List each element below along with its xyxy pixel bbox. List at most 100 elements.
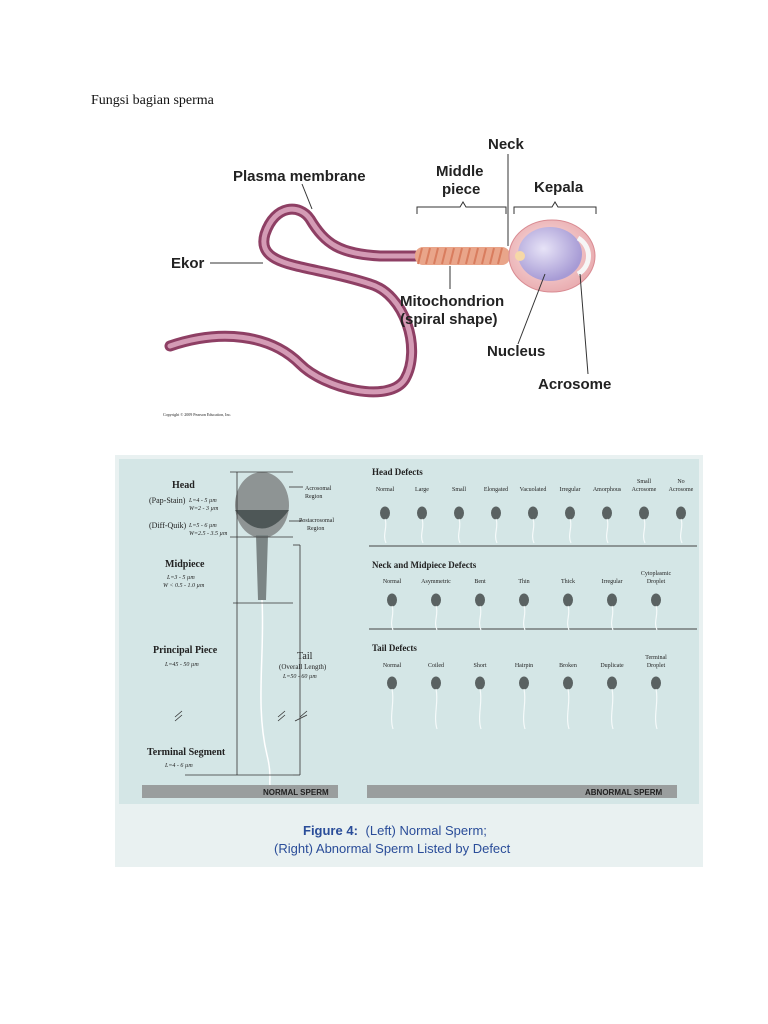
tail-defect-label: Broken <box>559 663 577 669</box>
tail-defect-sperm-tail <box>522 688 526 730</box>
head-defect-sperm-tail <box>531 518 535 544</box>
normal-head-label: Head <box>172 480 195 491</box>
head-defect-sperm-tail <box>642 518 646 544</box>
middle-piece <box>415 247 510 265</box>
nucleus-shape <box>518 227 582 281</box>
neck-defect-sperm-tail <box>434 605 438 631</box>
sperm-defects-figure: Head (Pap-Stain) L=4 - 5 µm W=2 - 3 µm (… <box>115 455 703 867</box>
tail-defect-sperm-tail <box>566 688 570 730</box>
tail-label: Tail <box>297 651 313 662</box>
neck-defect-sperm-head <box>651 593 661 607</box>
tail-defects-title: Tail Defects <box>372 643 417 653</box>
copyright-note: Copyright © 2009 Pearson Education, Inc. <box>163 412 231 418</box>
label-neck: Neck <box>488 136 525 153</box>
tail-defect-sperm-tail <box>434 688 438 730</box>
abnormal-sperm-bar <box>367 785 677 798</box>
label-ekor: Ekor <box>171 255 205 272</box>
dq-width: W=2.5 - 3.5 µm <box>189 531 228 537</box>
head-defect-sperm-head <box>417 506 427 520</box>
principal-length: L=45 - 50 µm <box>164 661 199 668</box>
head-defect-sperm-head <box>565 506 575 520</box>
neck-defect-sperm-head <box>431 593 441 607</box>
head-defect-label: Vacuolated <box>520 487 547 493</box>
tail-defect-label: Short <box>473 663 486 669</box>
neck-defect-sperm-tail <box>522 605 526 631</box>
head-defect-sperm-head <box>454 506 464 520</box>
terminal-segment-label: Terminal Segment <box>147 747 226 758</box>
tail-defect-sperm-head <box>387 676 397 690</box>
pap-width: W=2 - 3 µm <box>189 506 219 512</box>
tail-defect-sperm-head <box>563 676 573 690</box>
head-defect-label: Amorphous <box>593 487 622 493</box>
pap-length: L=4 - 5 µm <box>188 497 217 504</box>
tail-defect-sperm-tail <box>654 688 658 730</box>
head-defect-label: Large <box>415 487 429 493</box>
neck-defect-sperm-head <box>519 593 529 607</box>
neck-defect-sperm-tail <box>610 605 614 631</box>
head-defect-label: Normal <box>376 487 395 493</box>
svg-text:Figure 4: (Left) Normal Sp: Figure 4: (Left) Normal Sperm; <box>303 823 487 838</box>
tail-defect-sperm-head <box>607 676 617 690</box>
tail-defect-sperm-head <box>431 676 441 690</box>
neck-defect-label: Thick <box>561 579 575 585</box>
head-defect-sperm-tail <box>494 518 498 544</box>
tail-defect-label: Normal <box>383 663 402 669</box>
neck-defect-sperm-tail <box>478 605 482 631</box>
midpiece-width: W < 0.5 - 1.0 µm <box>163 583 205 589</box>
postacrosomal-region-2: Region <box>307 526 324 532</box>
tail-defect-label: Duplicate <box>600 663 624 669</box>
terminal-length: L=4 - 6 µm <box>164 762 193 769</box>
acrosomal-region-1: Acrosomal <box>305 486 332 492</box>
neck-defect-sperm-tail <box>390 605 394 631</box>
tail-defect-label: Hairpin <box>515 663 533 669</box>
neck-defect-label: Asymmetric <box>421 579 451 585</box>
caption-line-1: (Left) Normal Sperm; <box>366 823 487 838</box>
pap-stain-label: (Pap-Stain) <box>149 496 186 505</box>
diff-quik-label: (Diff-Quik) <box>149 521 187 530</box>
label-middle-piece-2: piece <box>442 181 480 198</box>
tail-length: L=50 - 60 µm <box>282 674 317 680</box>
head-defect-sperm-head <box>528 506 538 520</box>
caption-line-2: (Right) Abnormal Sperm Listed by Defect <box>274 841 511 856</box>
caption-figure-number: Figure 4: <box>303 823 358 838</box>
postacrosomal-region-1: Postacrosomal <box>299 518 334 524</box>
head-defect-sperm-head <box>676 506 686 520</box>
neck-defect-sperm-tail <box>566 605 570 631</box>
label-plasma-membrane: Plasma membrane <box>233 168 366 185</box>
neck-defect-sperm-head <box>607 593 617 607</box>
label-acrosome: Acrosome <box>538 376 611 393</box>
head-defect-sperm-tail <box>383 518 387 544</box>
head-defect-sperm-head <box>639 506 649 520</box>
midpiece-label: Midpiece <box>165 559 205 570</box>
tail-overall-label: (Overall Length) <box>279 663 327 671</box>
head-defect-sperm-tail <box>420 518 424 544</box>
normal-sperm-tail <box>260 599 271 786</box>
page-heading: Fungsi bagian sperma <box>91 93 214 108</box>
head-defect-label: Small <box>452 487 466 493</box>
neck-defect-label: Thin <box>518 579 529 585</box>
label-middle-piece-1: Middle <box>436 163 484 180</box>
abnormal-sperm-bar-label: ABNORMAL SPERM <box>585 788 663 797</box>
head-defect-sperm-head <box>602 506 612 520</box>
sperm-anatomy-figure: Neck Middle piece Plasma membrane Kepala… <box>160 134 622 420</box>
neck-defect-sperm-head <box>563 593 573 607</box>
head-defect-label: Irregular <box>560 487 581 493</box>
head-defect-sperm-tail <box>568 518 572 544</box>
acrosomal-region-2: Region <box>305 494 322 500</box>
normal-sperm-bar-label: NORMAL SPERM <box>263 788 329 797</box>
tail-defect-label: Coiled <box>428 663 444 669</box>
neck-defects-title: Neck and Midpiece Defects <box>372 560 477 570</box>
normal-sperm-bar <box>142 785 338 798</box>
tail-defect-sperm-tail <box>478 688 482 730</box>
neck-defect-sperm-tail <box>654 605 658 631</box>
head-defect-sperm-head <box>491 506 501 520</box>
principal-piece-label: Principal Piece <box>153 645 218 656</box>
tail-defect-sperm-tail <box>390 688 394 730</box>
head-defect-sperm-tail <box>457 518 461 544</box>
head-defect-sperm-tail <box>679 518 683 544</box>
